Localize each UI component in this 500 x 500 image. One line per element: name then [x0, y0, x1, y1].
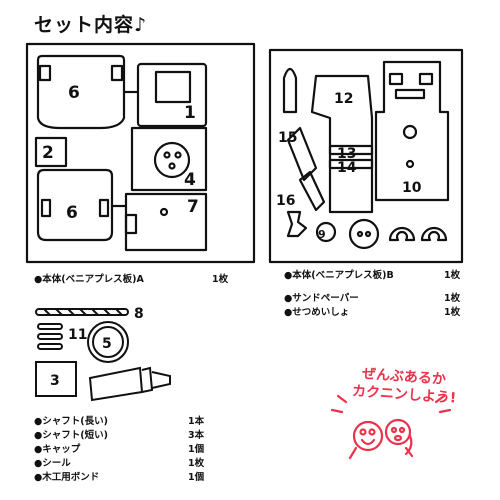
- parts-item-3-qty: 1枚: [188, 458, 205, 469]
- parts-item-2-qty: 1個: [188, 444, 205, 455]
- panel-a-caption-qty: 1枚: [212, 274, 229, 285]
- part-a-label-5: 7: [187, 197, 199, 217]
- sticker-piece: [35, 361, 77, 397]
- parts-item-2-name: ●キャップ: [34, 444, 81, 455]
- short-shaft-2: [37, 333, 63, 340]
- panel-b-extra-0-name: ●サンドペーパー: [284, 293, 359, 304]
- part-label-1: 11: [68, 327, 87, 343]
- part-14-shape: [328, 158, 374, 170]
- mascot-face-right: [384, 418, 412, 446]
- ring-piece-2: [420, 226, 448, 242]
- part-b-label-2: 13: [337, 146, 356, 162]
- parts-item-1-name: ●シャフト(短い): [34, 430, 108, 441]
- part-label-0: 8: [134, 306, 144, 322]
- part-1-shape: [136, 62, 208, 128]
- part-a-label-1: 1: [184, 103, 196, 123]
- part-b-label-6: 9: [318, 228, 326, 241]
- part-9-shape: [315, 221, 337, 243]
- parts-item-3-name: ●シール: [34, 458, 71, 469]
- mascot-face-left: [352, 420, 384, 452]
- part-10-shape: [374, 60, 450, 202]
- button-piece: [348, 218, 380, 250]
- short-shaft-1: [37, 323, 63, 330]
- short-shaft-3: [37, 343, 63, 350]
- part-a-label-3: 4: [184, 170, 196, 190]
- panel-b-caption: ●本体(ベニアプレス板)B: [284, 270, 394, 281]
- parts-item-4-qty: 1個: [188, 472, 205, 483]
- part-a-label-0: 6: [68, 83, 80, 103]
- part-a-label-2: 2: [42, 143, 54, 163]
- part-b-label-0: 12: [334, 91, 353, 107]
- panel-b-board: [268, 48, 464, 264]
- parts-item-0-name: ●シャフト(長い): [34, 416, 108, 427]
- part-label-2: 5: [102, 336, 112, 352]
- panel-a-caption: ●本体(ベニアプレス板)A: [34, 274, 144, 285]
- parts-item-0-qty: 1本: [188, 416, 205, 427]
- part-13-shape: [328, 144, 374, 156]
- page-title: セット内容♪: [34, 14, 148, 36]
- cap-piece: [87, 321, 129, 363]
- part-4-shape: [130, 126, 208, 192]
- panel-b-caption-qty: 1枚: [444, 270, 461, 281]
- part-b-label-4: 10: [402, 180, 422, 196]
- part-16-shape: [286, 210, 308, 238]
- part-6-bottom-shape: [36, 168, 114, 242]
- ring-piece-1: [388, 226, 416, 242]
- part-label-3: 3: [50, 373, 60, 389]
- panel-b-extra-0-qty: 1枚: [444, 293, 461, 304]
- part-2-shape: [34, 136, 68, 168]
- panel-b-extra-1-name: ●せつめいしょ: [284, 307, 350, 318]
- panel-b-extra-1-qty: 1枚: [444, 307, 461, 318]
- part-b-label-3: 14: [337, 160, 357, 176]
- long-shaft: [35, 308, 129, 316]
- part-12-shape: [310, 74, 374, 214]
- part-6-top-shape: [36, 54, 126, 130]
- part-15-shape: [286, 126, 318, 182]
- part-b-label-5: 16: [276, 193, 295, 209]
- part-b-label-1: 15: [278, 130, 297, 146]
- parts-item-4-name: ●木工用ボンド: [34, 472, 100, 483]
- part-a-label-4: 6: [66, 203, 78, 223]
- panel-a-board: [25, 42, 256, 264]
- parts-item-1-qty: 3本: [188, 430, 205, 441]
